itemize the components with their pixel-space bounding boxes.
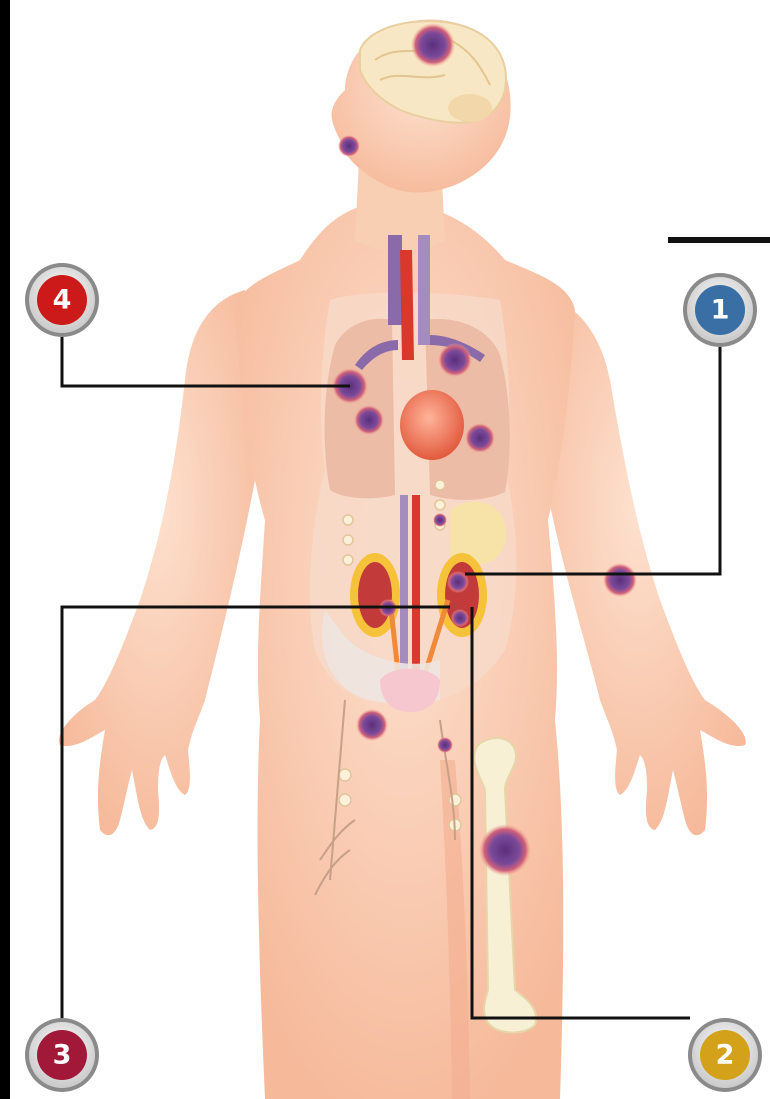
tumor-right-lung-lower	[465, 423, 495, 453]
left-edge-bar	[0, 0, 10, 1099]
tumor-pelvis	[356, 709, 388, 741]
heart	[400, 390, 464, 460]
tumor-femur	[479, 824, 531, 876]
marker-2[interactable]: 2	[688, 1018, 762, 1092]
marker-1[interactable]: 1	[683, 273, 757, 347]
tumor-left-lung-lower	[354, 405, 384, 435]
marker-4-label: 4	[53, 285, 72, 316]
left-arm	[59, 290, 255, 835]
marker-3-label: 3	[53, 1040, 72, 1071]
tumor-brain	[411, 23, 455, 67]
marker-1-label: 1	[711, 295, 730, 326]
marker-4[interactable]: 4	[25, 263, 99, 337]
tumor-right-lung-upper	[438, 343, 472, 377]
tumor-arm	[603, 563, 637, 597]
marker-2-label: 2	[716, 1040, 735, 1071]
tumor-abdomen	[433, 513, 447, 527]
tumor-groin	[437, 737, 453, 753]
tumor-kidney-right-lower	[451, 609, 469, 627]
marker-3[interactable]: 3	[25, 1018, 99, 1092]
tumor-jaw	[338, 135, 360, 157]
